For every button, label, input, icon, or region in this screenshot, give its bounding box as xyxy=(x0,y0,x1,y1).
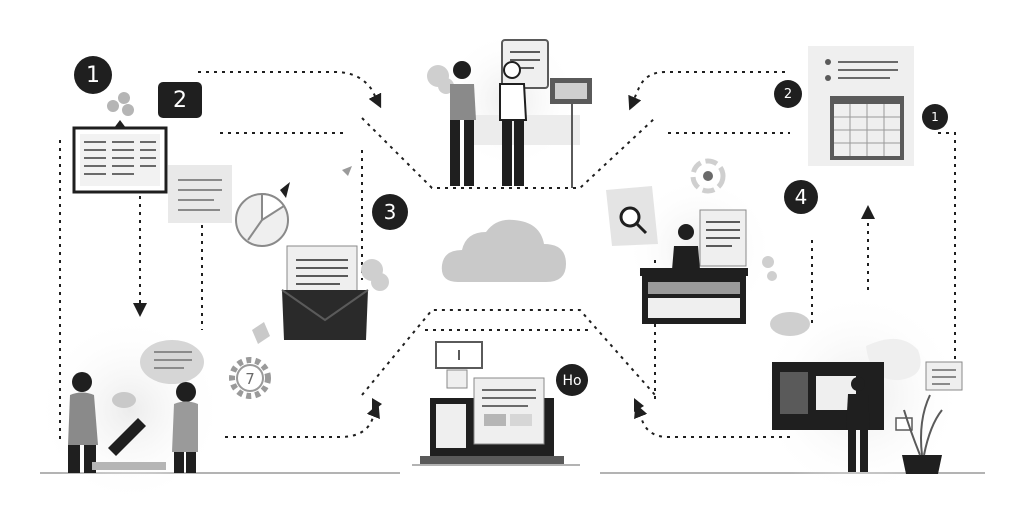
envelope-document xyxy=(281,245,389,340)
leaf-shape-top-left xyxy=(280,182,290,198)
step-badge-1: 1 xyxy=(74,56,112,94)
pie-chart-icon xyxy=(235,192,289,247)
connector-top-right-arrow xyxy=(628,71,785,111)
connector-center-left-upper xyxy=(361,117,656,189)
people-discussion-bottom-left xyxy=(68,340,204,473)
cloud-icon xyxy=(441,219,566,282)
step-badge-2-small: 2 xyxy=(774,80,802,108)
connector-bottom-left-arrow xyxy=(225,403,380,438)
connector-bottom-right-arrow xyxy=(634,403,790,438)
presenter-bottom-right xyxy=(770,312,963,474)
step-badge-1-small: 1 xyxy=(922,104,948,130)
connector-top-left-arrow xyxy=(198,71,382,109)
step-badge-3: 3 xyxy=(372,194,408,230)
step-badge-2-square: 2 xyxy=(158,82,202,118)
gear-number: 7 xyxy=(245,370,255,388)
leaf-shape-mid-left xyxy=(342,166,352,176)
connector-right-outer xyxy=(938,132,956,380)
leaf-shape-center-left xyxy=(372,398,382,412)
presentation-top-center xyxy=(427,39,592,188)
dotted-connectors xyxy=(59,71,956,440)
note-card-left xyxy=(168,165,232,223)
laptop-bottom-center: Ho xyxy=(420,341,588,464)
gear-icon: 7 xyxy=(229,357,271,399)
step-badge-4: 4 xyxy=(784,180,818,214)
monitor-badge-text: Ho xyxy=(562,373,581,389)
connector-center-lower xyxy=(361,309,656,396)
small-shape-left xyxy=(252,322,270,344)
document-board-top-left xyxy=(72,92,168,194)
leaf-shape-center-right xyxy=(634,398,644,412)
calendar-card-top-right xyxy=(808,46,914,166)
magnifier-document-group xyxy=(606,158,777,324)
